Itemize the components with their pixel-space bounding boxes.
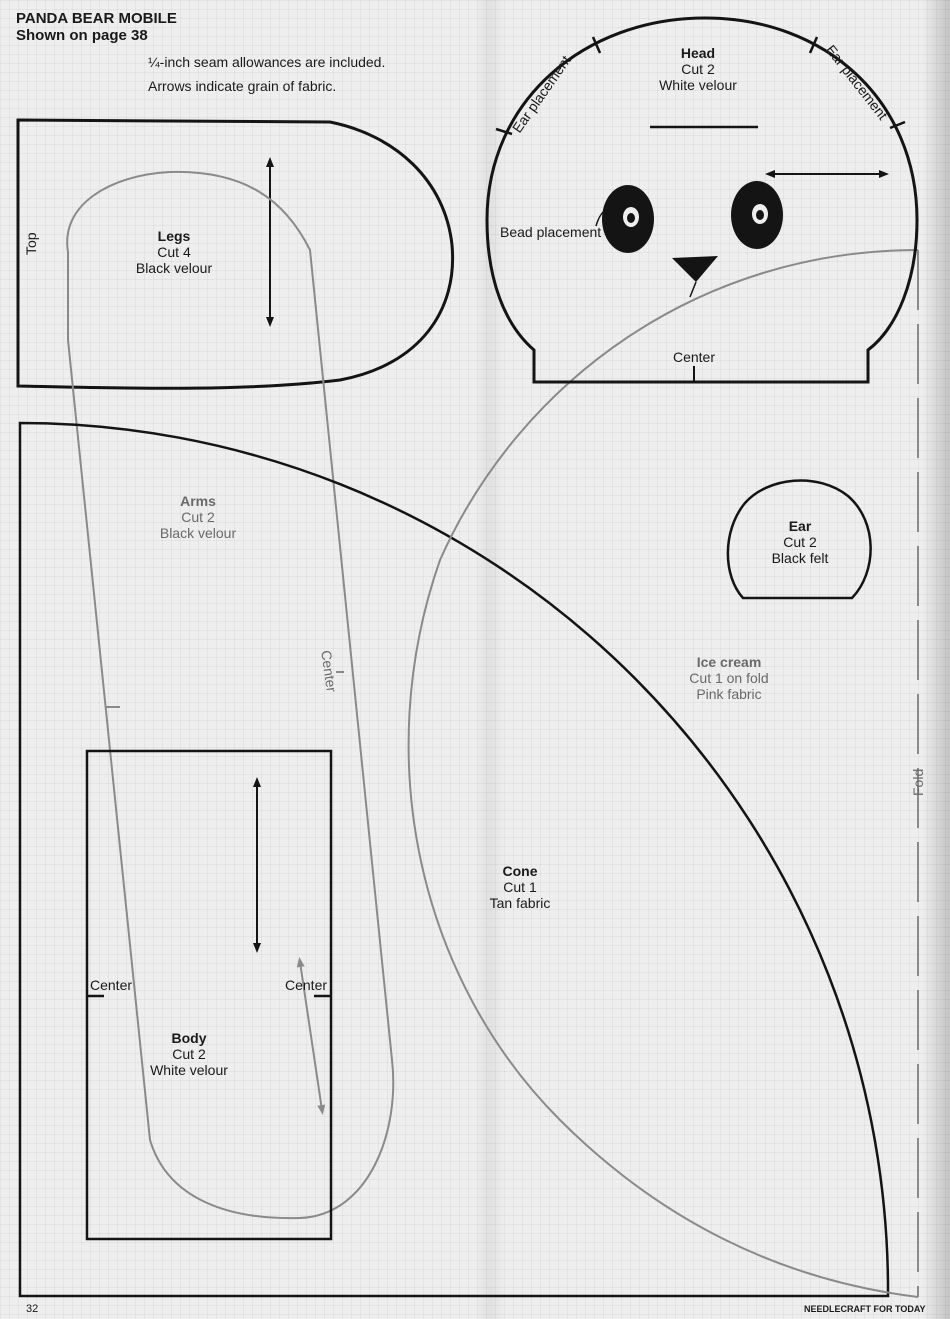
head-ear-mark-right — [808, 36, 819, 54]
grain-note: Arrows indicate grain of fabric. — [148, 78, 337, 94]
head-ear-mark-left — [591, 36, 602, 54]
body-outline — [85, 749, 333, 1241]
head-material: White velour — [659, 77, 737, 93]
head-ear-mark-left-lower — [495, 127, 513, 136]
fold-label: Fold — [910, 768, 926, 796]
nose-line — [689, 281, 697, 298]
page-number: 32 — [26, 1303, 39, 1315]
body-cut: Cut 2 — [172, 1046, 206, 1062]
bead-placement-label: Bead placement — [500, 224, 602, 240]
head-outline — [485, 16, 919, 384]
cone-cut: Cut 1 — [503, 879, 537, 895]
ear-name: Ear — [788, 518, 812, 534]
cone-name: Cone — [502, 863, 538, 879]
nose-icon — [672, 256, 718, 282]
arms-outline — [66, 170, 395, 1220]
arms-cut: Cut 2 — [181, 509, 215, 525]
legs-outline — [16, 118, 455, 390]
body-center-label-right: Center — [285, 977, 328, 993]
arms-name: Arms — [180, 493, 216, 509]
left-eye-patch-icon — [602, 185, 654, 253]
body-material: White velour — [150, 1062, 228, 1078]
page-edge-shadow — [922, 0, 950, 1319]
ice-cream-name: Ice cream — [696, 654, 762, 670]
ear-material: Black felt — [771, 550, 829, 566]
ice-cream-cut: Cut 1 on fold — [689, 670, 769, 686]
ear-outline — [726, 479, 872, 600]
head-ear-mark-right-lower — [889, 120, 906, 130]
body-name: Body — [171, 1030, 207, 1046]
arms-material: Black velour — [159, 525, 237, 541]
cone-material: Tan fabric — [489, 895, 551, 911]
seam-allowance-note: ¼-inch seam allowances are included. — [148, 54, 386, 70]
legs-material: Black velour — [135, 260, 213, 276]
head-center-label: Center — [672, 349, 716, 365]
page-gutter — [475, 0, 505, 1319]
bead-leader-line — [595, 206, 617, 227]
arms-grain-arrow — [296, 957, 326, 1115]
head-name: Head — [680, 45, 716, 61]
head-cut: Cut 2 — [681, 61, 715, 77]
right-eye-patch-icon — [731, 181, 783, 249]
ice-cream-material: Pink fabric — [696, 686, 762, 702]
ice-cream-outline — [407, 249, 919, 1298]
legs-cut: Cut 4 — [157, 244, 191, 260]
publication-name: NEEDLECRAFT FOR TODAY — [804, 1304, 926, 1314]
cone-outline — [18, 421, 890, 1298]
ear-cut: Cut 2 — [783, 534, 817, 550]
pattern-title: PANDA BEAR MOBILE — [16, 10, 177, 27]
pattern-subtitle: Shown on page 38 — [16, 27, 148, 44]
body-center-label-left: Center — [90, 977, 133, 993]
legs-name: Legs — [157, 228, 191, 244]
legs-top-label: Top — [23, 232, 39, 255]
